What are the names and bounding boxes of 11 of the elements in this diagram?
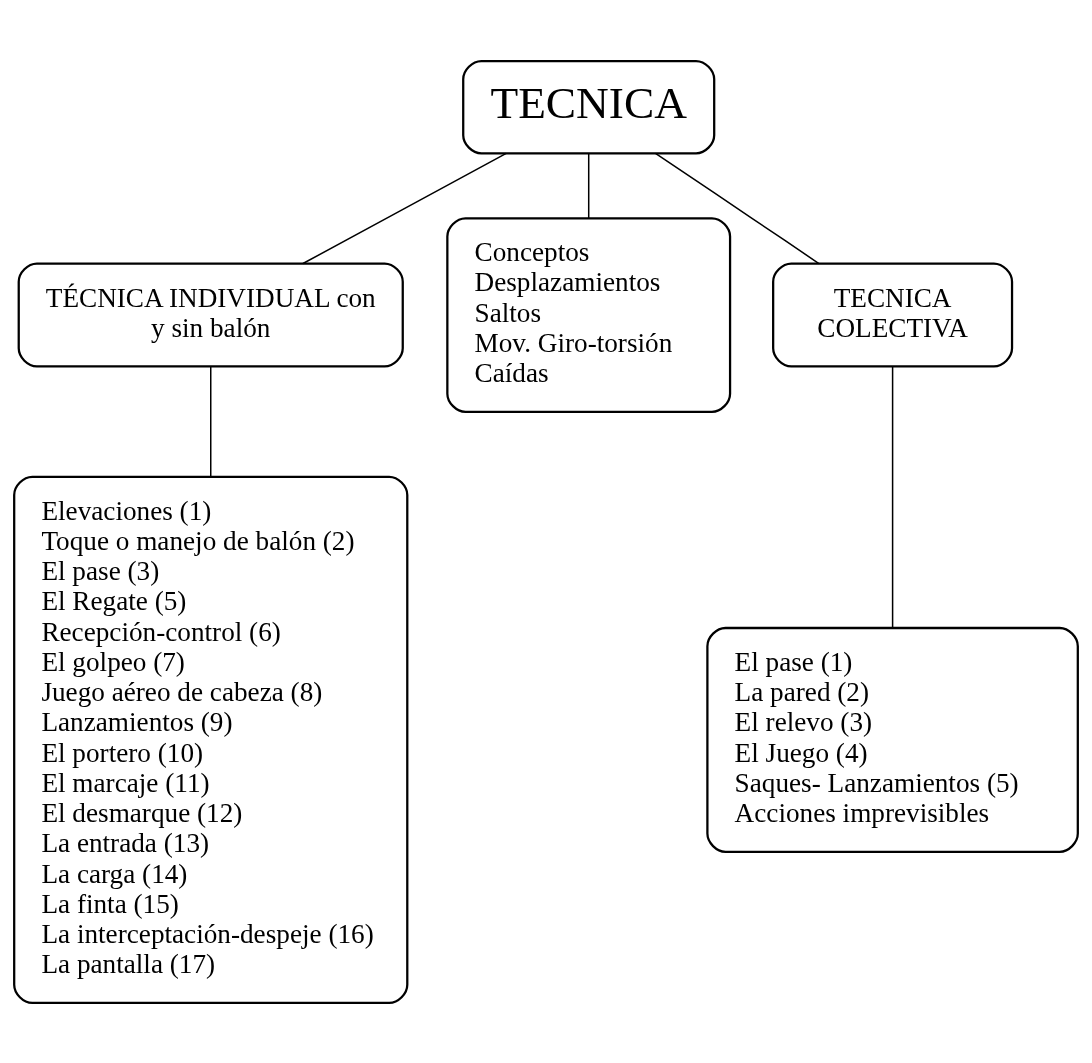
node-box: TECNICA	[462, 59, 716, 154]
node-box: Conceptos Desplazamientos Saltos Mov. Giro-torsión Caídas	[446, 216, 732, 413]
connector	[654, 152, 820, 264]
node-box: El pase (1) La pared (2) El relevo (3) El Juego (4) Saques- Lanzamientos (5) Acciones imprevisibles	[706, 626, 1079, 853]
node-box: Elevaciones (1) Toque o manejo de balón (2) El pase (3) El Regate (5) Recepción-control (6) El golpeo (7) Juego aéreo de cabeza (8) Lanzamientos (9) El portero (10) El marcaje (11) El desmarque (12) La entrada (13) La carga (14) La finta (15) La interceptación-despeje (16) La pantalla (17)	[13, 475, 409, 1004]
node-box: TÉCNICA INDIVIDUAL con y sin balón	[17, 262, 404, 368]
connector	[302, 152, 507, 264]
connector	[210, 365, 212, 477]
connector	[587, 152, 590, 219]
node-box: TECNICA COLECTIVA	[772, 262, 1014, 368]
connector	[891, 365, 894, 628]
